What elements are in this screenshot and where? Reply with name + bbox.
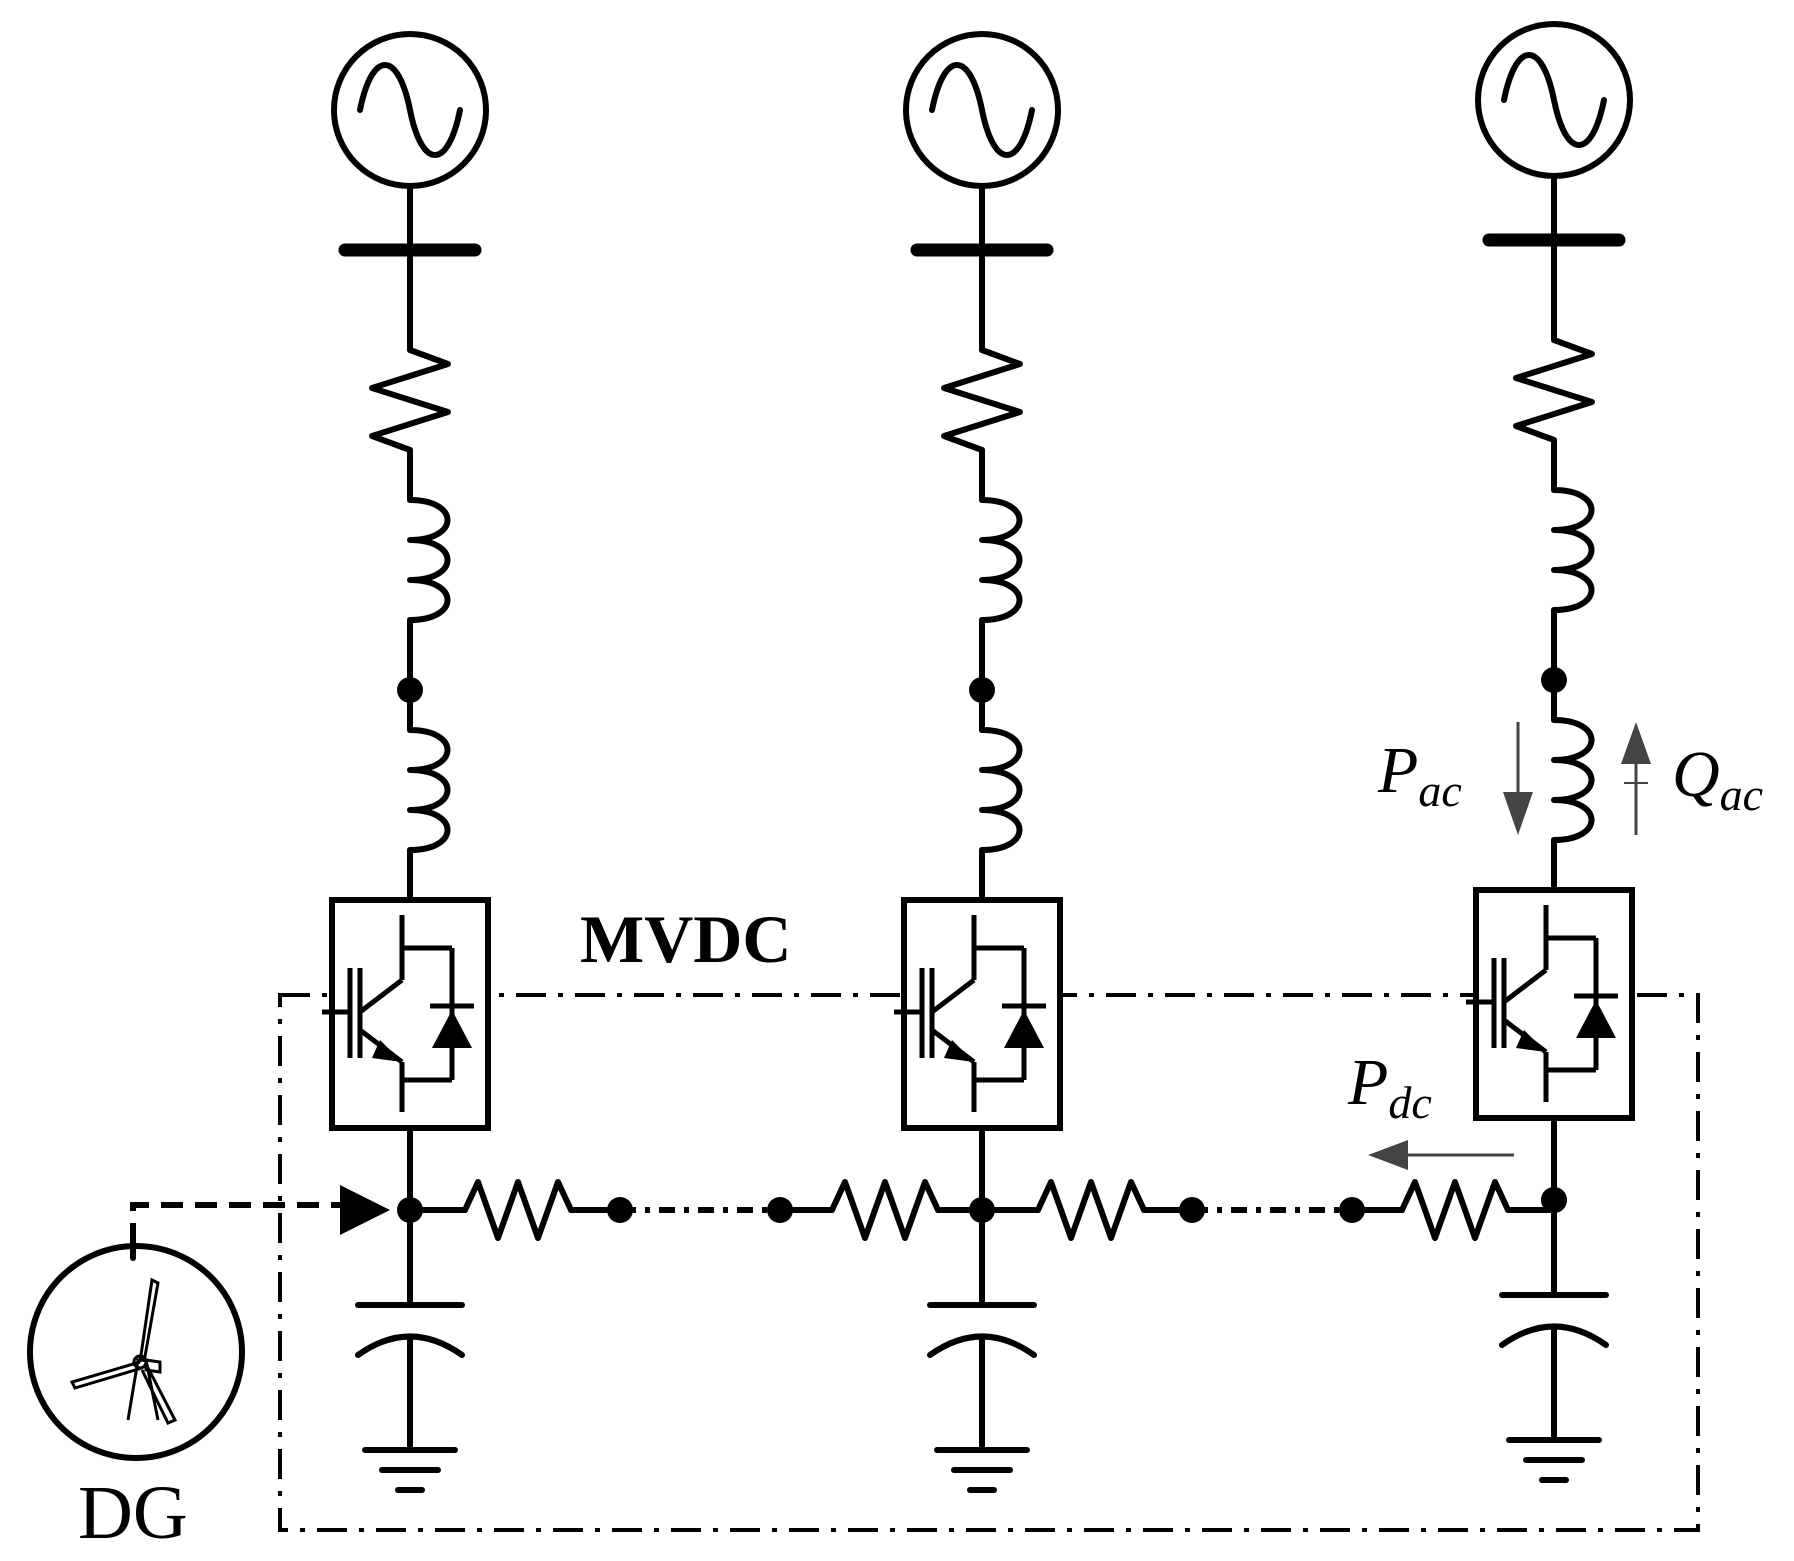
pdc-label: Pdc bbox=[1347, 1046, 1432, 1128]
dg-connection bbox=[130, 1185, 390, 1245]
qac-arrow bbox=[1621, 722, 1651, 835]
dg-wind-turbine-icon bbox=[27, 1242, 245, 1461]
feeder-1 bbox=[322, 34, 488, 1490]
pac-arrow bbox=[1503, 722, 1533, 835]
dg-label: DG bbox=[78, 1471, 188, 1555]
pdc-arrow bbox=[1368, 1140, 1514, 1170]
mvdc-label: MVDC bbox=[580, 901, 792, 977]
pac-label: Pac bbox=[1377, 734, 1462, 816]
qac-label: Qac bbox=[1672, 738, 1763, 820]
feeder-2 bbox=[894, 34, 1060, 1490]
dc-network bbox=[407, 1179, 1567, 1241]
feeder-3 bbox=[1466, 24, 1632, 1480]
